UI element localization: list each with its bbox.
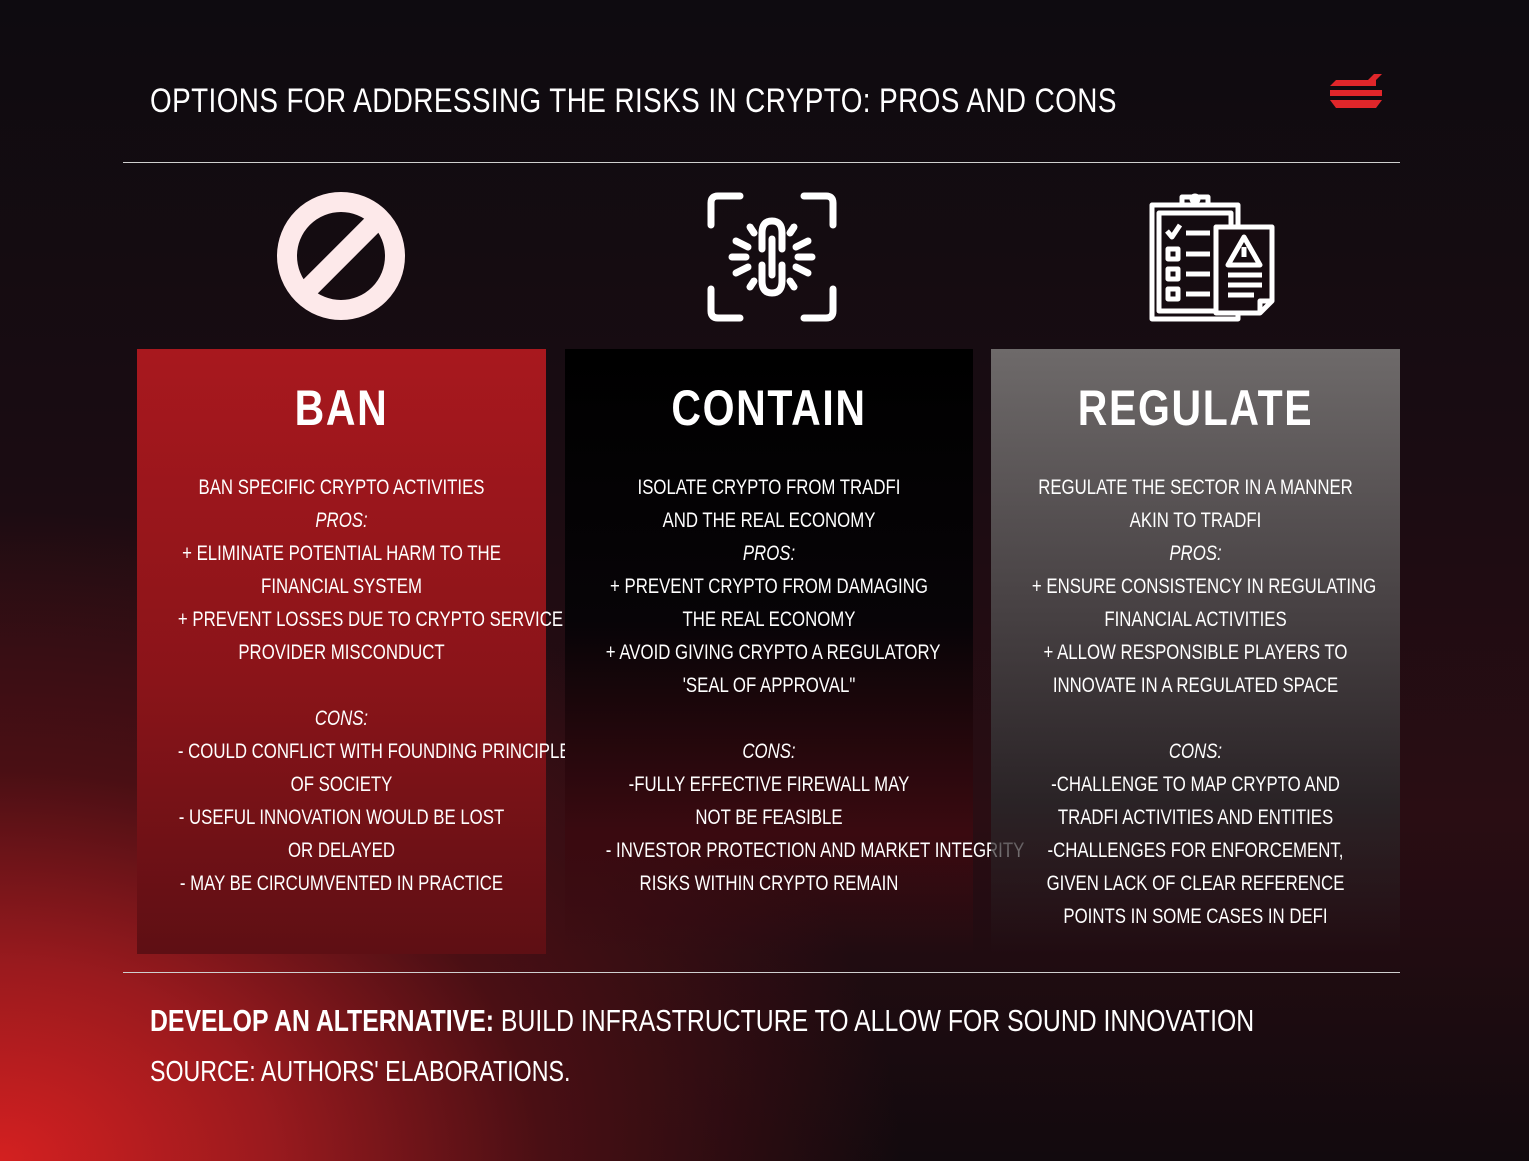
text-line: RISKS WITHIN CRYPTO REMAIN (639, 872, 899, 895)
prohibited-icon (277, 192, 405, 320)
text-line: AKIN TO TRADFI (1129, 509, 1262, 532)
text-line: ISOLATE CRYPTO FROM TRADFI (637, 476, 901, 499)
text-line: + PREVENT LOSSES DUE TO CRYPTO SERVICE (177, 608, 564, 631)
text-line: + AVOID GIVING CRYPTO A REGULATORY (605, 641, 941, 664)
text-line: OF SOCIETY (290, 773, 393, 796)
text-line: + PREVENT CRYPTO FROM DAMAGING (610, 575, 928, 598)
contain-panel: CONTAIN ISOLATE CRYPTO FROM TRADFI AND TH… (565, 349, 1025, 954)
ban-panel: BAN BAN SPECIFIC CRYPTO ACTIVITIES PROS: +… (137, 349, 582, 954)
text-line: BAN SPECIFIC CRYPTO ACTIVITIES (198, 476, 485, 499)
section-label: PROS: (315, 509, 368, 532)
text-line: -CHALLENGES FOR ENFORCEMENT, (1047, 839, 1344, 862)
text-line: -FULLY EFFECTIVE FIREWALL MAY (628, 773, 910, 796)
alternative-text: BUILD INFRASTRUCTURE TO ALLOW FOR SOUND … (494, 1003, 1255, 1038)
top-divider (123, 162, 1400, 163)
text-line: NOT BE FEASIBLE (695, 806, 843, 829)
clipboard-warning-icon (1149, 193, 1275, 322)
ban-heading: BAN (294, 380, 389, 436)
text-line: + ALLOW RESPONSIBLE PLAYERS TO (1043, 641, 1348, 664)
broken-chain-icon (707, 192, 837, 322)
ban-body: BAN SPECIFIC CRYPTO ACTIVITIES PROS: + ELI… (137, 471, 582, 900)
regulate-body: REGULATE THE SECTOR IN A MANNER AKIN TO T… (991, 471, 1400, 933)
alternative-label: DEVELOP AN ALTERNATIVE: (150, 1003, 495, 1038)
text-line: FINANCIAL SYSTEM (261, 575, 422, 598)
page-title: OPTIONS FOR ADDRESSING THE RISKS IN CRYP… (150, 82, 1117, 120)
text-line: + ENSURE CONSISTENCY IN REGULATING (1031, 575, 1377, 598)
source-note: SOURCE: AUTHORS' ELABORATIONS. (150, 1056, 571, 1088)
text-line: TRADFI ACTIVITIES AND ENTITIES (1057, 806, 1334, 829)
brand-logo-icon (1330, 74, 1382, 108)
text-line: GIVEN LACK OF CLEAR REFERENCE (1046, 872, 1345, 895)
text-line: - INVESTOR PROTECTION AND MARKET INTEGRI… (605, 839, 1025, 862)
text-line: FINANCIAL ACTIVITIES (1104, 608, 1287, 631)
text-line: INNOVATE IN A REGULATED SPACE (1052, 674, 1339, 697)
section-label: CONS: (314, 707, 369, 730)
spacer (991, 702, 1400, 735)
text-line: POINTS IN SOME CASES IN DEFI (1063, 905, 1328, 928)
spacer (137, 669, 546, 702)
text-line: PROVIDER MISCONDUCT (238, 641, 445, 664)
section-label: CONS: (1168, 740, 1223, 763)
regulate-heading: REGULATE (1077, 380, 1314, 436)
bottom-divider (123, 972, 1400, 973)
text-line: REGULATE THE SECTOR IN A MANNER (1038, 476, 1353, 499)
spacer (565, 702, 973, 735)
section-label: PROS: (1169, 542, 1222, 565)
text-line: - COULD CONFLICT WITH FOUNDING PRINCIPLE… (177, 740, 582, 763)
text-line: - MAY BE CIRCUMVENTED IN PRACTICE (179, 872, 504, 895)
text-line: 'SEAL OF APPROVAL" (682, 674, 856, 697)
text-line: OR DELAYED (287, 839, 396, 862)
section-label: PROS: (742, 542, 796, 565)
alternative-note: DEVELOP AN ALTERNATIVE: BUILD INFRASTRUC… (150, 1003, 1254, 1039)
section-label: CONS: (742, 740, 796, 763)
contain-body: ISOLATE CRYPTO FROM TRADFI AND THE REAL E… (565, 471, 1025, 900)
regulate-panel: REGULATE REGULATE THE SECTOR IN A MANNER… (991, 349, 1400, 954)
text-line: - USEFUL INNOVATION WOULD BE LOST (178, 806, 505, 829)
text-line: -CHALLENGE TO MAP CRYPTO AND (1051, 773, 1340, 796)
text-line: THE REAL ECONOMY (682, 608, 856, 631)
text-line: + ELIMINATE POTENTIAL HARM TO THE (182, 542, 501, 565)
contain-heading: CONTAIN (671, 380, 867, 436)
text-line: AND THE REAL ECONOMY (662, 509, 876, 532)
